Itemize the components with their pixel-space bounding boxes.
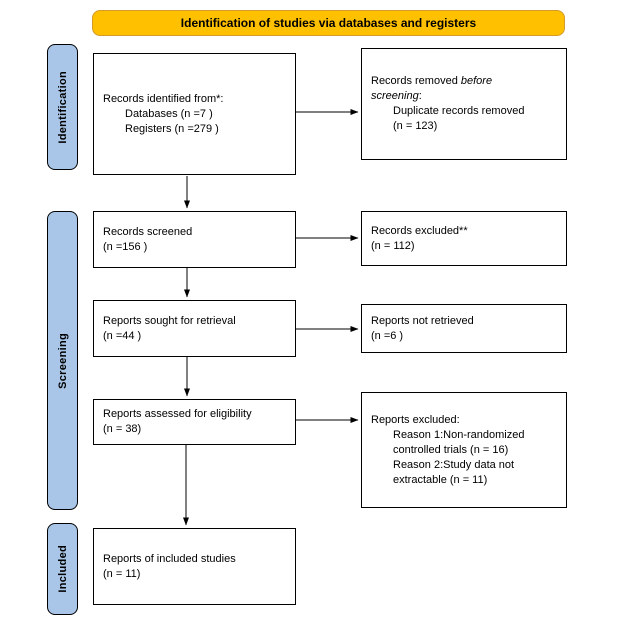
box-text-line: (n = 11) [103, 567, 141, 580]
stage-tab-screening-label: Screening [56, 332, 69, 389]
box-text-line: Duplicate records removed [393, 105, 525, 117]
stage-tab-identification-label: Identification [56, 70, 69, 144]
box-text-line: controlled trials (n = 16) [393, 443, 509, 456]
box-records-screened: Records screened (n =156 ) [93, 211, 296, 268]
box-text-segment: Records removed [371, 75, 461, 87]
box-text-line: (n =6 ) [371, 329, 404, 342]
box-reports-sought-for-retrieval: Reports sought for retrieval (n =44 ) [93, 300, 296, 357]
stage-tab-screening: Screening [47, 211, 78, 510]
box-text-line: Reason 2:Study data not [393, 458, 515, 471]
box-text-line: Reports sought for retrieval [103, 314, 236, 327]
box-text-line: (n =156 ) [103, 240, 148, 253]
box-text-line: Registers (n =279 ) [125, 122, 219, 135]
stage-tab-included: Included [47, 523, 78, 615]
box-reports-assessed-for-eligibility: Reports assessed for eligibility (n = 38… [93, 399, 296, 445]
box-records-excluded: Records excluded** (n = 112) [361, 211, 567, 266]
box-text-line: Records identified from*: [103, 92, 224, 105]
box-records-identified: Records identified from*: Databases (n =… [93, 53, 296, 175]
box-text-line: Reports assessed for eligibility [103, 408, 252, 420]
stage-tab-identification: Identification [47, 44, 78, 170]
stage-tab-included-label: Included [56, 545, 69, 593]
box-text-line: Reports of included studies [103, 552, 236, 565]
box-reports-not-retrieved: Reports not retrieved (n =6 ) [361, 304, 567, 353]
box-text-line: Records excluded** [371, 224, 468, 237]
box-text-line: Databases (n =7 ) [125, 107, 213, 120]
box-text-line: (n = 38) [103, 423, 142, 435]
box-text-line: extractable (n = 11) [393, 473, 488, 486]
box-text-line: Records removed before [371, 74, 560, 89]
box-text-segment: : [418, 90, 422, 102]
box-text-line: Reports excluded: [371, 413, 460, 426]
box-text-segment-italic: screening [371, 90, 419, 102]
box-text-line: Reports not retrieved [371, 314, 474, 327]
box-text-segment-italic: before [460, 75, 493, 87]
box-text-line: screening: [371, 89, 560, 104]
box-text-line: (n = 123) [393, 120, 438, 132]
box-text-line: Reason 1:Non-randomized [393, 428, 525, 441]
box-text-line: (n =44 ) [103, 329, 142, 342]
box-reports-excluded: Reports excluded: Reason 1:Non-randomize… [361, 392, 567, 508]
box-text-line: (n = 112) [371, 239, 415, 252]
box-records-removed-before-screening: Records removed before screening: Duplic… [361, 48, 567, 160]
box-reports-of-included-studies: Reports of included studies (n = 11) [93, 528, 296, 605]
box-text-line: Records screened [103, 225, 193, 238]
banner-databases-registers: Identification of studies via databases … [92, 10, 565, 36]
banner-label: Identification of studies via databases … [180, 16, 477, 30]
